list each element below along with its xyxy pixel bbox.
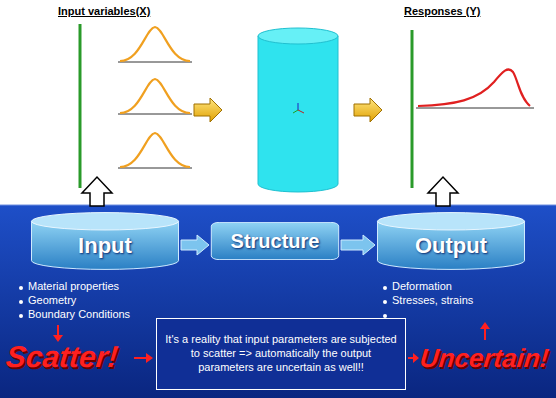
bullet-item: Deformation bbox=[392, 280, 452, 292]
uncertain-callout: Uncertain! bbox=[418, 343, 550, 374]
structure-model bbox=[258, 28, 338, 192]
structure-box: Structure bbox=[210, 222, 340, 260]
node-label: Output bbox=[415, 233, 487, 259]
output-cylinder: Output bbox=[376, 212, 526, 270]
scatter-callout: Scatter! bbox=[4, 340, 119, 374]
bullet-dot bbox=[19, 286, 23, 290]
bullet-item: Geometry bbox=[28, 294, 76, 306]
response-axis bbox=[411, 30, 414, 188]
input-distributions bbox=[118, 27, 192, 168]
background-panel bbox=[0, 205, 556, 398]
response-distribution bbox=[416, 69, 534, 108]
node-label: Structure bbox=[231, 230, 320, 253]
flow-connector bbox=[181, 235, 209, 255]
note-box: It's a reality that input parameters are… bbox=[156, 318, 406, 390]
panel-edge bbox=[0, 205, 556, 206]
flow-arrow bbox=[194, 98, 222, 122]
bullet-dot bbox=[19, 300, 23, 304]
flow-connector bbox=[341, 235, 375, 255]
bullet-dot bbox=[383, 300, 387, 304]
flow-arrow bbox=[354, 98, 382, 122]
axis-title: Responses (Y) bbox=[404, 5, 480, 17]
input-cylinder: Input bbox=[30, 212, 180, 270]
up-arrow bbox=[82, 177, 112, 206]
up-arrow bbox=[428, 177, 458, 206]
bullet-dot bbox=[383, 314, 387, 318]
input-axis bbox=[79, 24, 82, 188]
bullet-dot bbox=[383, 286, 387, 290]
bullet-item: Stresses, strains bbox=[392, 294, 473, 306]
axis-title: Input variables(X) bbox=[58, 5, 150, 17]
node-label: Input bbox=[78, 233, 132, 259]
bullet-item: Boundary Conditions bbox=[28, 308, 130, 320]
bullet-dot bbox=[19, 314, 23, 318]
bullet-item: Material properties bbox=[28, 280, 119, 292]
note-text: It's a reality that input parameters are… bbox=[165, 333, 397, 374]
